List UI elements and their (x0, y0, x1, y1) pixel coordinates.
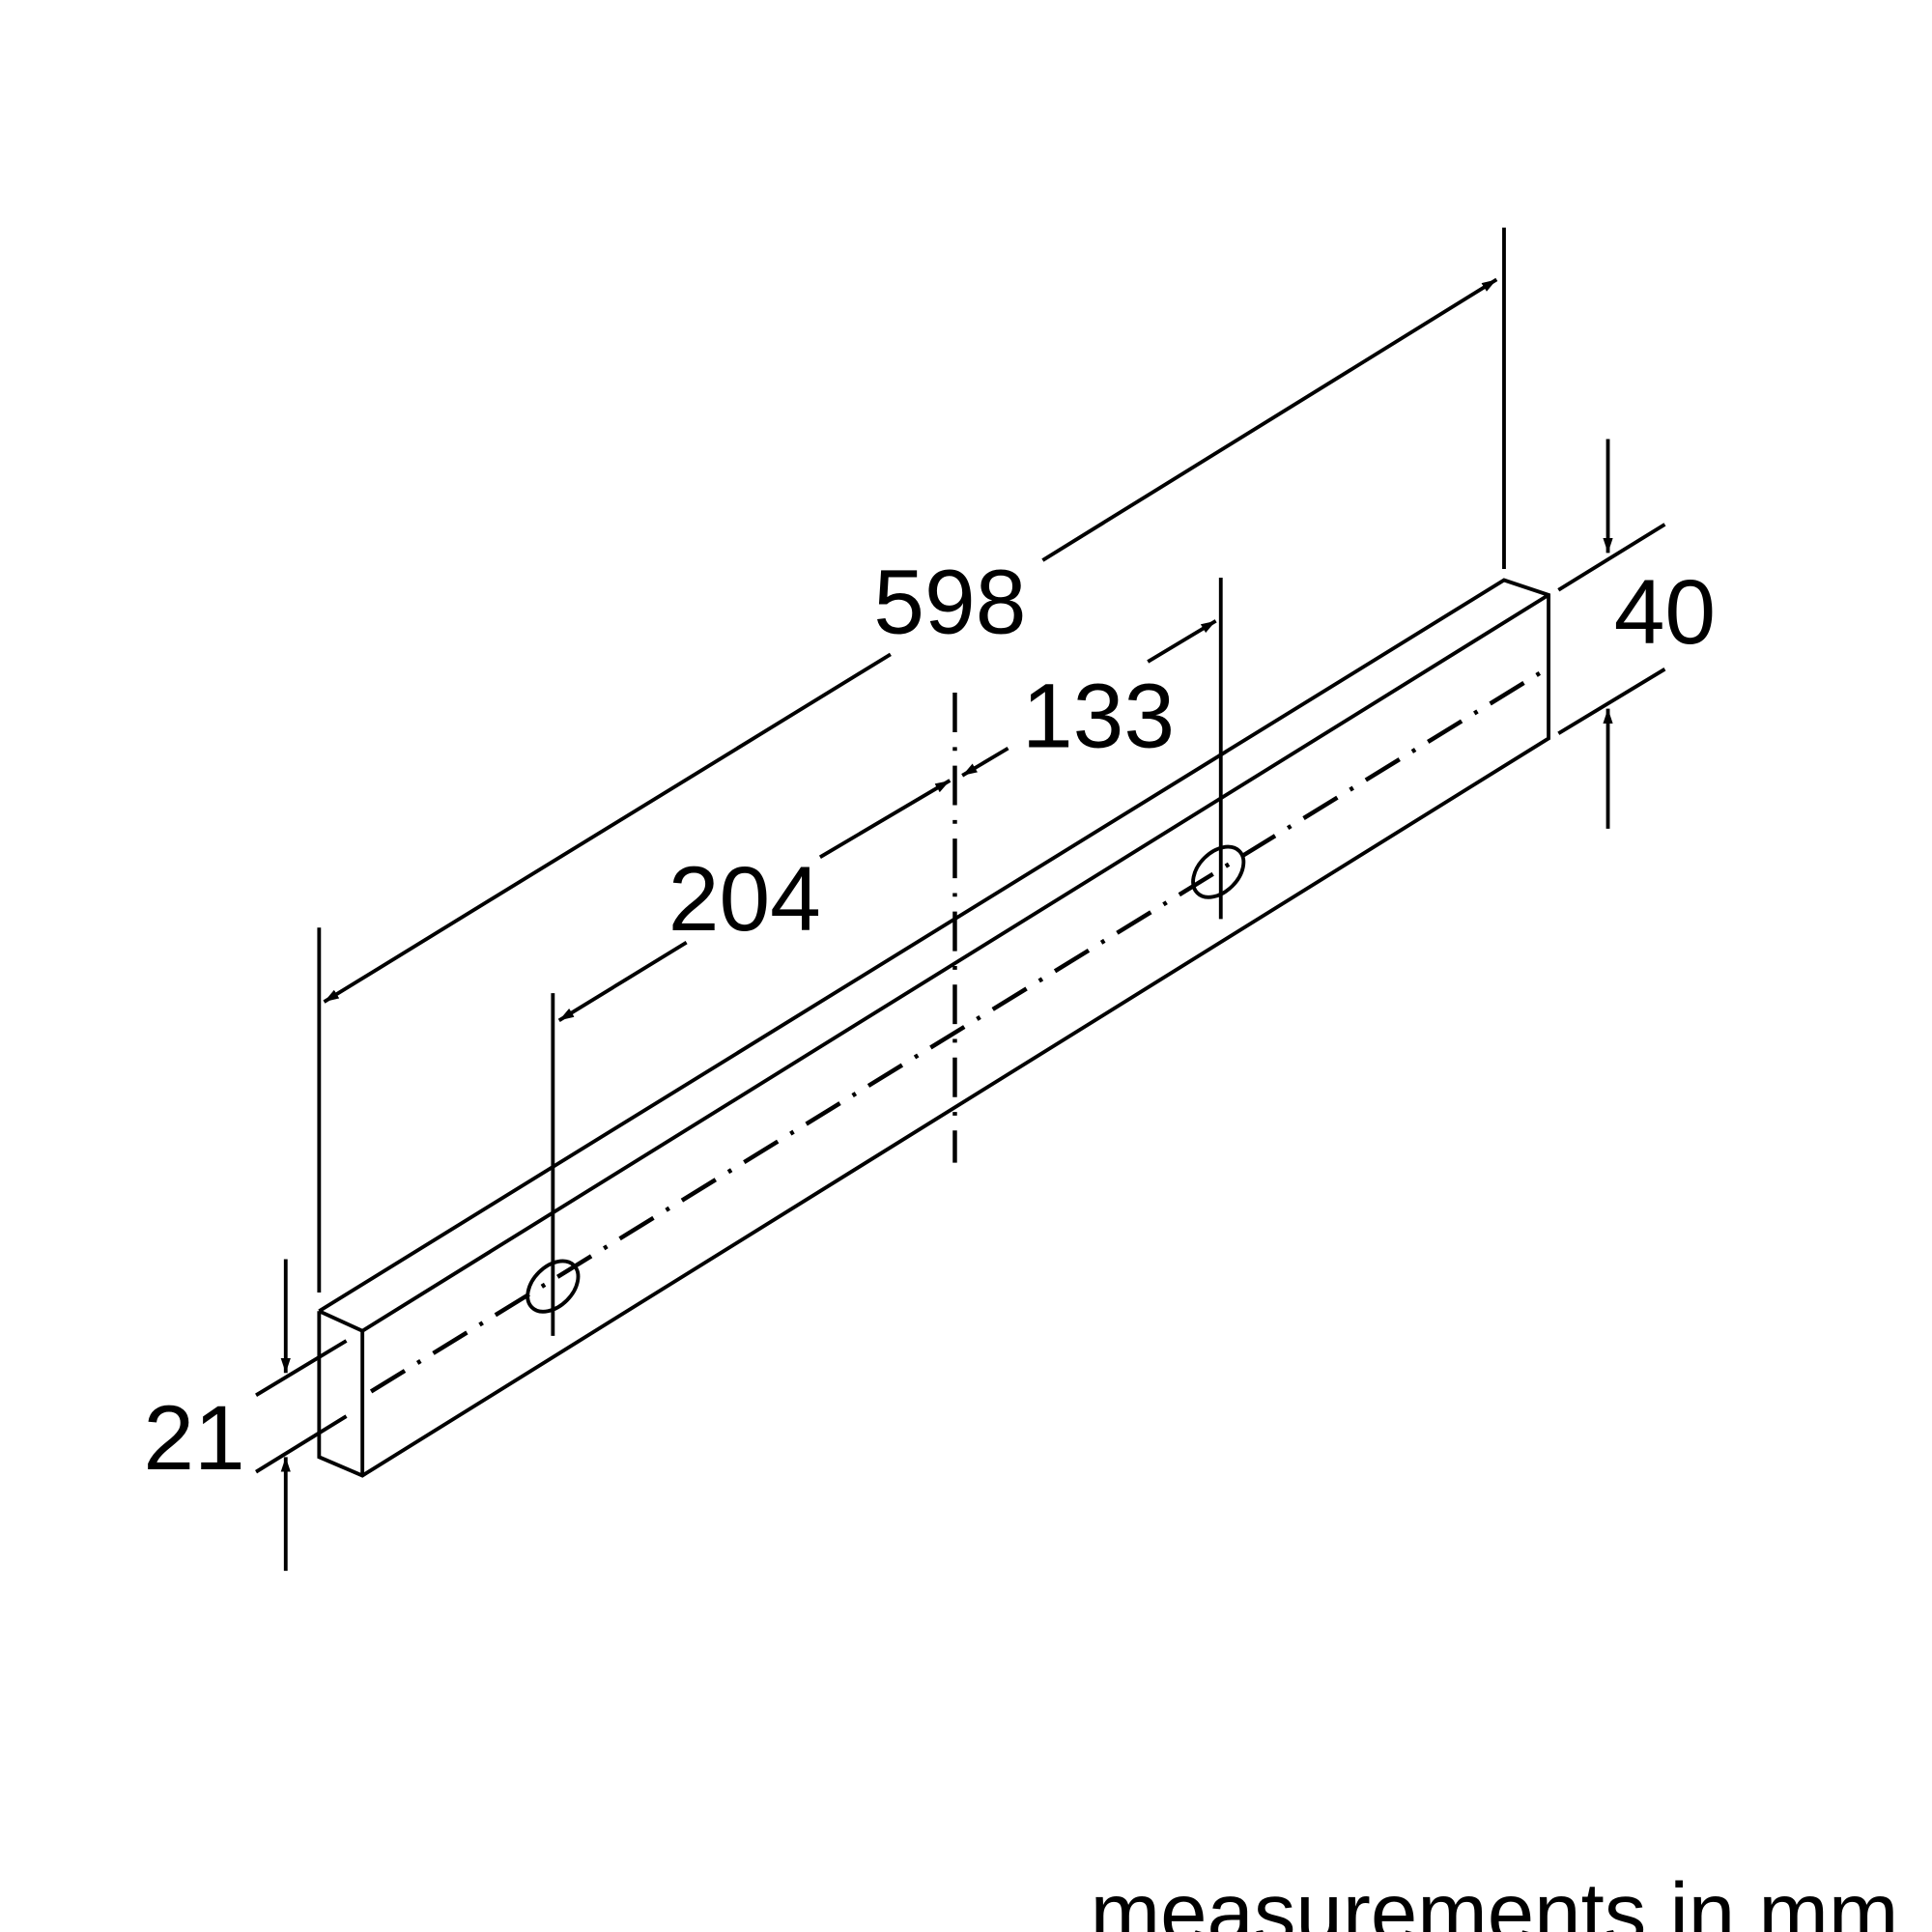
dimension-label-133: 133 (1022, 665, 1175, 767)
centerline (369, 663, 1554, 1394)
dimension-40: 40 (1603, 439, 1716, 829)
dimension-label-598: 598 (873, 552, 1026, 654)
extension-lines (255, 227, 1666, 1474)
bar-body (317, 578, 1550, 1478)
units-note: measurements in mm (1091, 1866, 1899, 1932)
dimension-133: 133 (961, 619, 1217, 778)
dimension-label-204: 204 (668, 848, 821, 951)
dimension-204: 204 (557, 779, 952, 1022)
mounting-hole-right (1191, 844, 1246, 899)
dimension-598: 598 (323, 277, 1498, 1004)
dimension-label-40: 40 (1614, 561, 1716, 664)
dimension-21: 21 (143, 1259, 291, 1572)
mounting-hole-left (526, 1259, 581, 1314)
dimension-label-21: 21 (143, 1387, 244, 1490)
